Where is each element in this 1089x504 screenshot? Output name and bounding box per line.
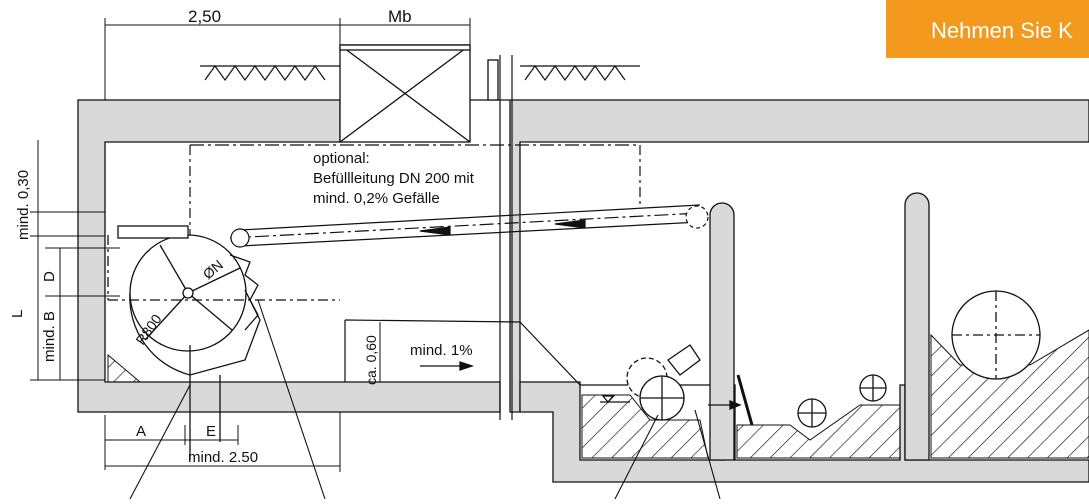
- hatched-floor-basin2: [736, 404, 901, 459]
- filling-pipe: [189, 144, 709, 248]
- hatched-floor-basin3: [930, 329, 1089, 459]
- dim-ca-060: ca. 0,60: [363, 335, 379, 385]
- pump-assembly: [600, 290, 1041, 428]
- dim-mind-250: mind. 2.50: [188, 449, 258, 466]
- label-befuellleitung: Befüllleitung DN 200 mit: [313, 170, 475, 187]
- dim-a: A: [136, 423, 146, 440]
- promo-banner[interactable]: Nehmen Sie K: [886, 0, 1089, 58]
- label-slope: mind. 1%: [410, 342, 473, 359]
- promo-banner-text: Nehmen Sie K: [931, 18, 1073, 43]
- access-shaft: [339, 44, 499, 143]
- dimension-lines: [30, 18, 471, 472]
- drum-screen: [107, 225, 340, 460]
- ground-surface: [200, 64, 640, 82]
- slope-arrow: [420, 361, 475, 371]
- label-optional: optional:: [313, 150, 370, 167]
- partition-wall-2: [904, 192, 930, 461]
- dim-l: L: [9, 310, 26, 318]
- dim-d: D: [41, 271, 58, 282]
- break-line: [499, 55, 513, 420]
- dim-top-mb: Mb: [388, 7, 412, 26]
- dim-mind-030: mind. 0,30: [15, 170, 32, 240]
- dim-top-width: 2,50: [188, 7, 221, 26]
- partition-wall-1: [709, 202, 735, 461]
- dim-mind-b: mind. B: [41, 311, 58, 362]
- label-gefaelle: mind. 0,2% Gefälle: [313, 190, 440, 207]
- right-basin-walls: [519, 381, 1089, 483]
- hatched-floor-left: [107, 353, 142, 383]
- dim-e: E: [206, 423, 216, 440]
